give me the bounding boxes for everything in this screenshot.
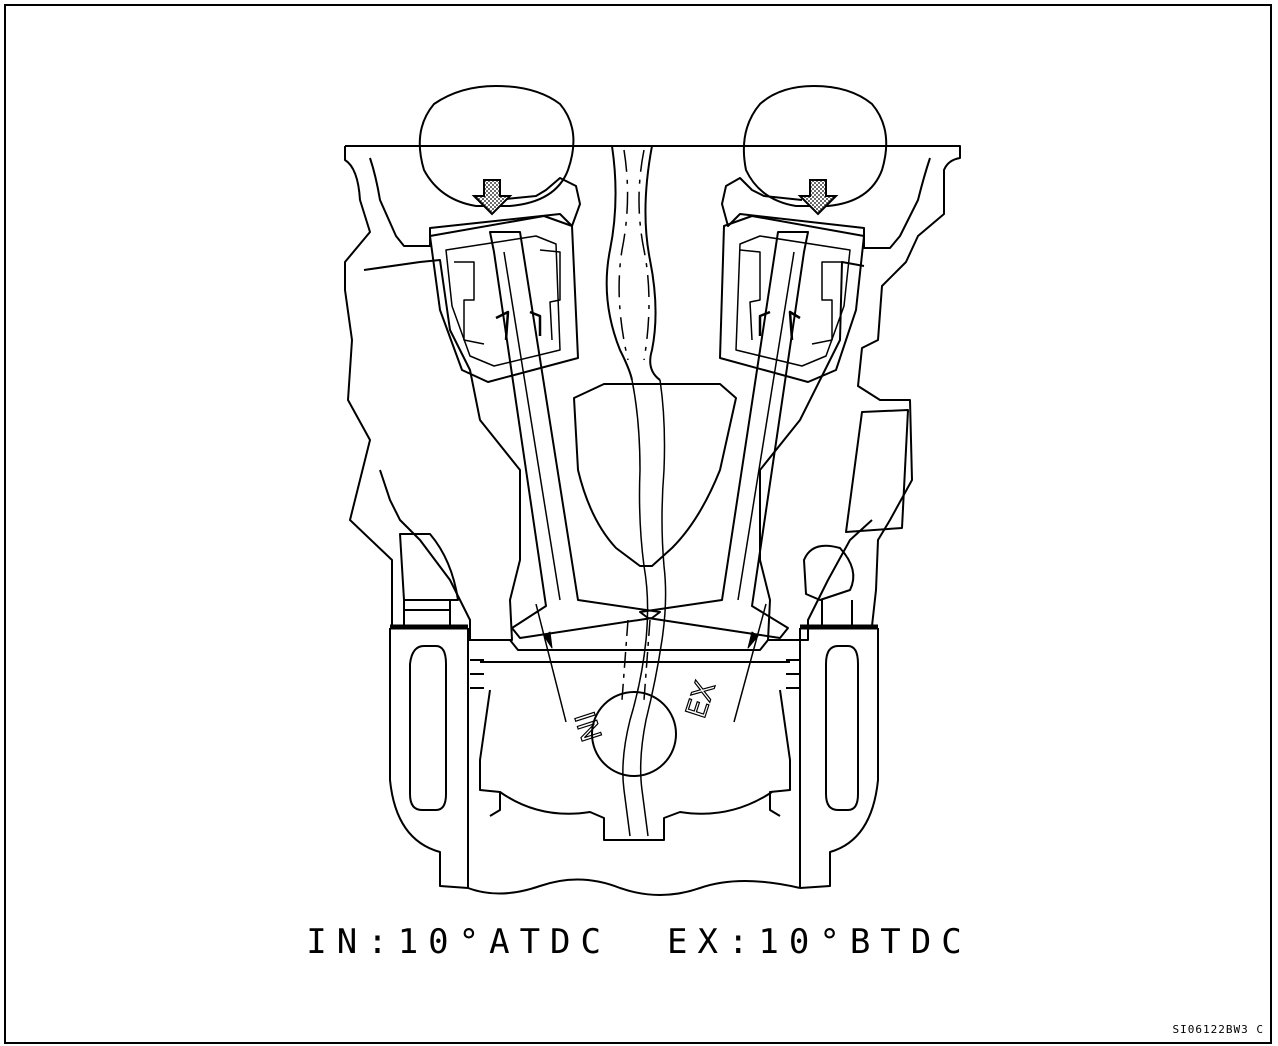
- cylinder-head-outline: [345, 146, 960, 626]
- exhaust-spring-right: [812, 262, 842, 344]
- center-dashed-a: [619, 150, 628, 360]
- right-liner-slot: [826, 646, 858, 810]
- intake-label: IN: [567, 708, 607, 746]
- exhaust-port-wall: [760, 262, 872, 640]
- center-column-left: [607, 146, 632, 380]
- exhaust-valve-stem-inner: [738, 252, 794, 600]
- exhaust-timing-text: EX:10°BTDC: [667, 922, 972, 962]
- exhaust-lower-pocket: [804, 546, 853, 600]
- intake-timing-text: IN:10°ATDC: [306, 922, 611, 962]
- ring-grooves-left: [470, 660, 484, 688]
- piston-bottom-wave: [468, 879, 800, 895]
- left-stud: [404, 600, 450, 628]
- left-bay-wall: [370, 158, 580, 246]
- intake-spring-left: [454, 262, 484, 344]
- valve-timing-caption: IN:10°ATDC EX:10°BTDC: [0, 922, 1278, 962]
- intake-tappet-inner: [446, 236, 560, 366]
- figure-code: SI06122BW3 C: [1173, 1023, 1264, 1036]
- intake-push-arrow-icon: [474, 180, 510, 214]
- piston-skirt: [500, 792, 772, 840]
- intake-lower-pocket: [400, 534, 458, 600]
- cylinder-block-left: [390, 628, 468, 888]
- exhaust-push-arrow-icon: [800, 180, 836, 214]
- ring-grooves-right: [786, 660, 800, 688]
- center-dashed-c: [622, 620, 650, 700]
- center-column-right: [645, 146, 660, 380]
- exhaust-label: EX: [679, 677, 722, 722]
- exhaust-block: [846, 410, 908, 532]
- port-chamber: [574, 384, 736, 566]
- left-liner-slot: [410, 646, 446, 810]
- right-stud: [822, 600, 852, 628]
- cylinder-block-right: [800, 628, 878, 888]
- exhaust-spring-left: [740, 250, 760, 340]
